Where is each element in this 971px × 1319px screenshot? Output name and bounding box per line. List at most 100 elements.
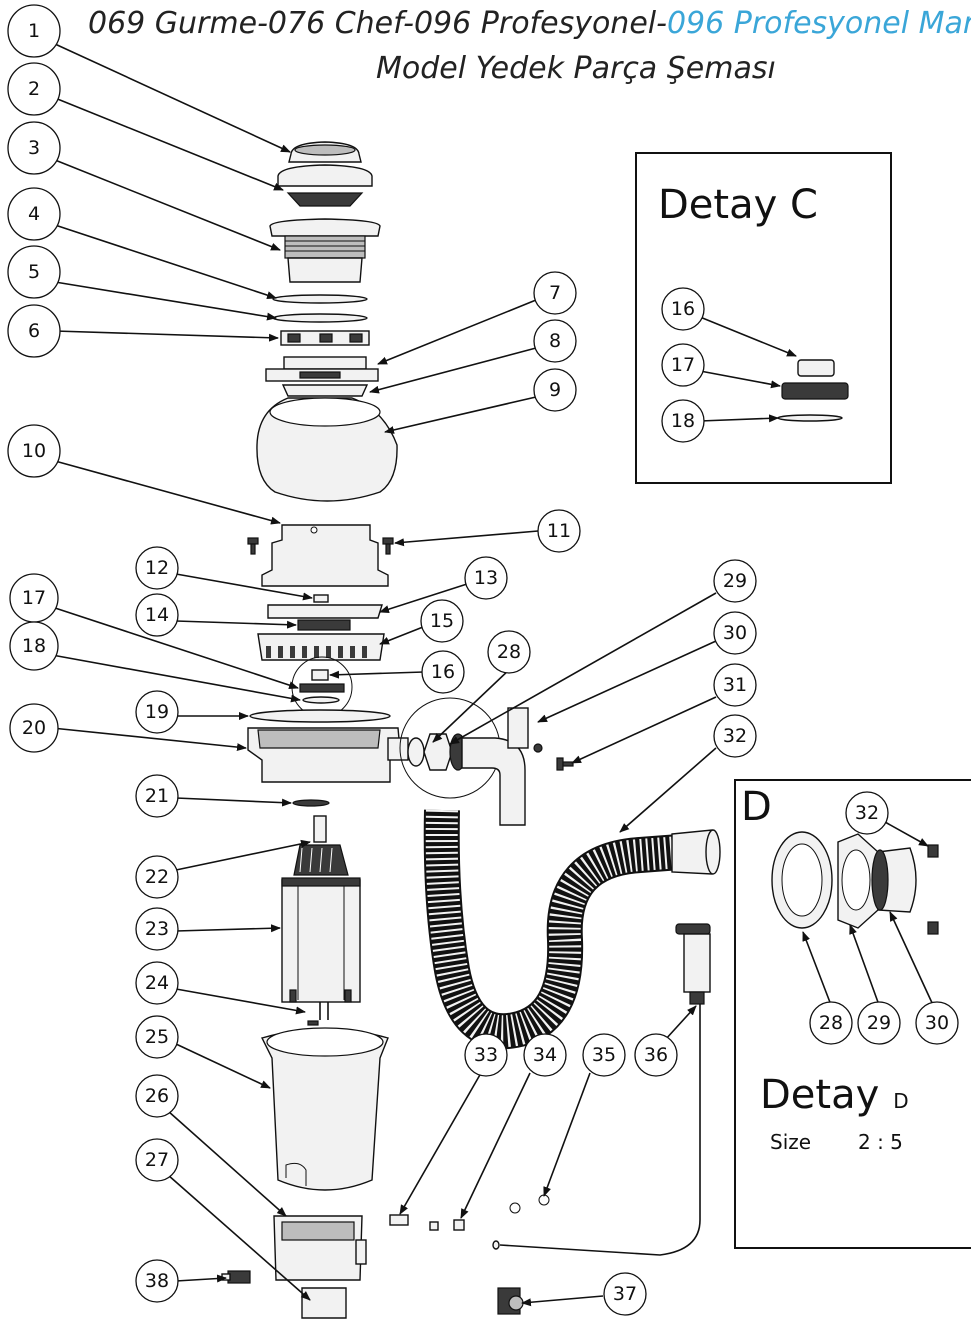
- part-shaft: [293, 815, 349, 876]
- callout-35: 35: [582, 1033, 626, 1077]
- svg-text:18: 18: [22, 635, 46, 657]
- part-grinding-plate: [267, 604, 383, 619]
- svg-text:37: 37: [613, 1283, 637, 1305]
- svg-text:27: 27: [145, 1149, 169, 1171]
- detail-c-part-18: [777, 414, 843, 422]
- callout-32: 32: [713, 714, 757, 758]
- part-impeller: [297, 619, 351, 631]
- detail-d-callout-32: 32: [845, 791, 889, 835]
- callout-2: 2: [7, 62, 61, 116]
- svg-text:21: 21: [145, 785, 169, 807]
- part-upper-housing: [261, 524, 389, 587]
- detail-d-size-value: 2 : 5: [858, 1130, 903, 1154]
- callout-11: 11: [537, 509, 581, 553]
- svg-text:5: 5: [28, 261, 40, 283]
- svg-text:2: 2: [28, 78, 40, 100]
- svg-text:30: 30: [925, 1012, 949, 1034]
- part-motor: [281, 877, 361, 1003]
- svg-text:34: 34: [533, 1044, 557, 1066]
- detail-d-callout-30: 30: [915, 1001, 959, 1045]
- part-35-clamps: [509, 1194, 550, 1214]
- callout-18: 18: [9, 621, 59, 671]
- callout-6: 6: [7, 304, 61, 358]
- callout-16: 16: [421, 650, 465, 694]
- callout-7: 7: [533, 271, 577, 315]
- part-mounting-ring: [280, 330, 370, 346]
- part-16: [311, 669, 329, 681]
- part-mount-assembly: [265, 356, 379, 382]
- callout-12: 12: [135, 546, 179, 590]
- part-support-ring: [281, 384, 369, 397]
- part-outlet-assembly: [407, 707, 543, 826]
- detail-d-size-label: Size: [770, 1130, 811, 1154]
- part-grind-ring: [257, 633, 385, 661]
- title-marine-model: 096 Profesyonel Marine: [667, 6, 971, 41]
- callout-20: 20: [9, 703, 59, 753]
- title-models: 069 Gurme-076 Chef-096 Profesyonel-: [88, 6, 667, 41]
- detail-c-title: Detay C: [658, 182, 818, 228]
- part-sink-sleeve: [269, 218, 381, 283]
- part-cover-cushion: [256, 397, 398, 502]
- detail-c-callout-17: 17: [661, 343, 705, 387]
- svg-text:29: 29: [867, 1012, 891, 1034]
- detail-c-part-16: [797, 359, 835, 377]
- callout-34: 34: [523, 1033, 567, 1077]
- svg-text:23: 23: [145, 918, 169, 940]
- part-o-ring: [249, 709, 391, 723]
- svg-text:22: 22: [145, 866, 169, 888]
- part-air-switch: [492, 923, 711, 1256]
- part-18: [302, 696, 340, 704]
- svg-text:28: 28: [497, 641, 521, 663]
- svg-text:18: 18: [671, 410, 695, 432]
- part-34b: [453, 1219, 465, 1231]
- part-33: [389, 1214, 409, 1226]
- callout-10: 10: [7, 424, 61, 478]
- svg-text:7: 7: [549, 282, 561, 304]
- title-line2: Model Yedek Parça Şeması: [376, 51, 776, 86]
- callout-24: 24: [135, 961, 179, 1005]
- leader-lines: [51, 43, 717, 1307]
- detail-d-callout-29: 29: [857, 1001, 901, 1045]
- callout-23: 23: [135, 907, 179, 951]
- callout-36: 36: [634, 1033, 678, 1077]
- part-gasket-2: [272, 313, 368, 323]
- callout-3: 3: [7, 121, 61, 175]
- part-pins: [307, 1002, 329, 1026]
- part-gasket-1: [272, 294, 368, 304]
- svg-text:17: 17: [671, 354, 695, 376]
- svg-text:32: 32: [723, 725, 747, 747]
- svg-text:6: 6: [28, 320, 40, 342]
- part-base: [273, 1215, 367, 1281]
- svg-text:33: 33: [474, 1044, 498, 1066]
- svg-text:28: 28: [819, 1012, 843, 1034]
- callout-19: 19: [135, 690, 179, 734]
- svg-text:15: 15: [430, 610, 454, 632]
- part-connector-38: [221, 1270, 251, 1284]
- callout-17: 17: [9, 573, 59, 623]
- callout-33: 33: [464, 1033, 508, 1077]
- callout-1: 1: [7, 4, 61, 58]
- part-valve-37: [497, 1287, 524, 1315]
- svg-text:8: 8: [549, 330, 561, 352]
- detail-d-drawing: [771, 831, 939, 935]
- svg-text:1: 1: [28, 20, 40, 42]
- svg-text:36: 36: [644, 1044, 668, 1066]
- part-grinding-chamber: [247, 727, 409, 783]
- part-cap-27: [301, 1287, 347, 1319]
- callout-28: 28: [487, 630, 531, 674]
- svg-text:20: 20: [22, 717, 46, 739]
- callout-4: 4: [7, 187, 61, 241]
- part-screw-31: [556, 757, 574, 771]
- callout-26: 26: [135, 1074, 179, 1118]
- detail-c-callout-16: 16: [661, 287, 705, 331]
- svg-text:12: 12: [145, 557, 169, 579]
- title-line1: 069 Gurme-076 Chef-096 Profesyonel-096 P…: [88, 6, 971, 41]
- detail-c-callout-18: 18: [661, 399, 705, 443]
- part-bottom-shell: [260, 1027, 389, 1191]
- callout-37: 37: [603, 1272, 647, 1316]
- detail-d-callout-28: 28: [809, 1001, 853, 1045]
- callout-29: 29: [713, 559, 757, 603]
- svg-text:30: 30: [723, 622, 747, 644]
